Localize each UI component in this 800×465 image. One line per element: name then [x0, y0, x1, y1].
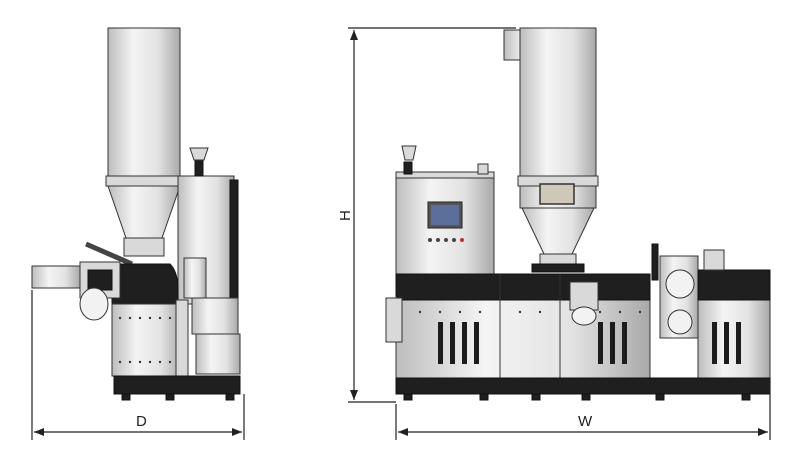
- side-cabinet-rivets: [118, 316, 172, 364]
- side-barrel-housing: [111, 263, 179, 311]
- front-drive-rod: [651, 243, 659, 281]
- depth-label: D: [136, 413, 147, 430]
- front-gear-motor: [569, 281, 599, 311]
- front-drive-pulley: [665, 269, 695, 299]
- front-signal-lamp: [401, 145, 417, 161]
- side-view-machine: [31, 27, 241, 401]
- side-hopper-neck: [123, 237, 165, 257]
- side-cabinet-edge: [229, 179, 239, 305]
- side-motor-end: [79, 287, 109, 321]
- height-label: H: [337, 210, 354, 221]
- height-arrow-top: [350, 30, 358, 40]
- width-arrow-left: [398, 428, 408, 436]
- side-feed-arm: [85, 241, 133, 267]
- height-dimension: H: [337, 27, 516, 403]
- side-hopper-ring: [105, 175, 183, 187]
- front-barrel-cover: [395, 273, 651, 301]
- front-view-machine: [385, 27, 771, 401]
- front-cabinet-vent: [477, 163, 489, 175]
- side-blower-duct: [183, 257, 207, 299]
- width-arrow-right: [758, 428, 768, 436]
- side-hopper-cone: [107, 185, 181, 239]
- front-vents-left: [438, 322, 479, 364]
- side-signal-lamp: [189, 147, 209, 161]
- front-vents-mid: [598, 322, 627, 364]
- side-hopper-cylinder: [107, 27, 181, 179]
- front-right-cabinet-top: [697, 269, 771, 301]
- side-blower-box: [191, 297, 239, 335]
- side-blower-base: [195, 333, 241, 375]
- front-end-flange: [385, 297, 403, 343]
- side-lower-cabinet: [111, 303, 183, 377]
- side-post: [175, 299, 189, 377]
- front-base-frame: [395, 377, 771, 395]
- front-feet: [403, 393, 751, 401]
- front-cabinet-top: [395, 171, 495, 179]
- front-vents-right: [712, 322, 741, 364]
- front-sight-window: [539, 183, 575, 205]
- height-arrow-bottom: [350, 390, 358, 400]
- front-hopper-cylinder: [519, 27, 597, 179]
- front-hopper-cone: [521, 207, 595, 255]
- front-motor-end: [571, 306, 597, 326]
- front-lamp-post: [403, 161, 413, 175]
- front-control-buttons: [428, 238, 464, 242]
- side-feet: [121, 393, 235, 401]
- depth-dimension: D: [31, 290, 245, 440]
- front-feed-throat: [531, 263, 585, 273]
- side-motor-fins: [87, 269, 113, 291]
- side-lamp-post: [194, 159, 204, 177]
- side-base-frame: [113, 375, 241, 395]
- front-hmi-screen: [431, 205, 459, 225]
- front-drive-fan: [667, 309, 693, 335]
- depth-arrow-right: [232, 428, 242, 436]
- depth-arrow-left: [34, 428, 44, 436]
- width-dimension: W: [395, 378, 771, 440]
- width-label: W: [578, 413, 593, 430]
- side-outlet-pipe: [31, 265, 81, 289]
- front-right-box: [703, 249, 725, 271]
